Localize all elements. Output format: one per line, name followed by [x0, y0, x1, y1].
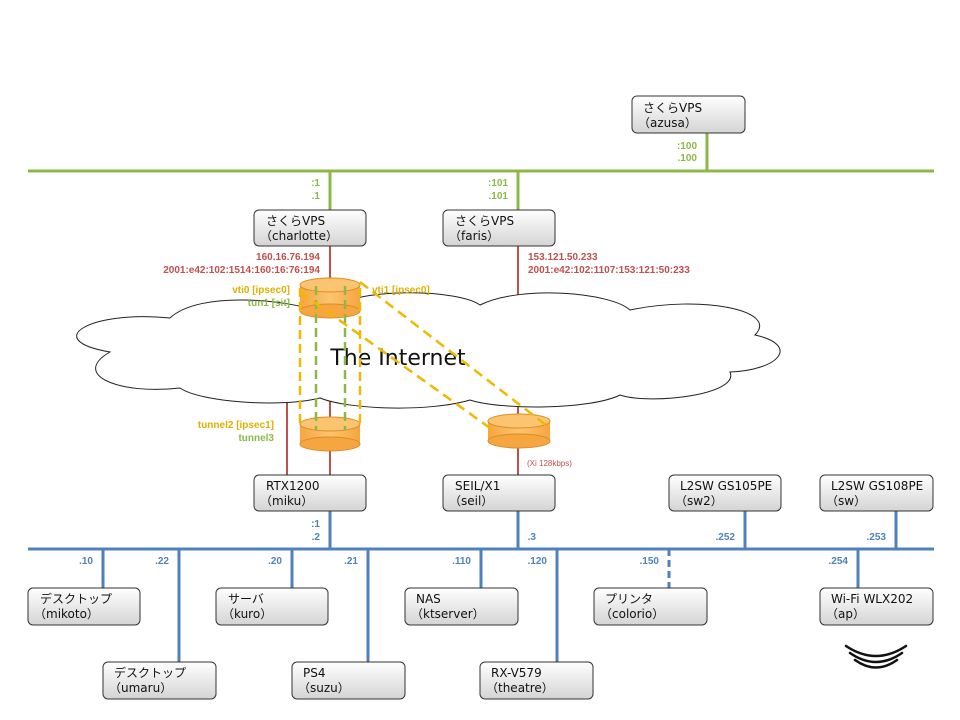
node-mikoto-sub: （mikoto）: [34, 607, 99, 621]
internet-cloud: The Internet: [76, 292, 781, 409]
node-ktserver-title: NAS: [416, 592, 441, 606]
node-theatre-sub: （theatre）: [486, 681, 554, 695]
faris-ipv4: 153.121.50.233: [528, 252, 598, 263]
xi-label: (Xi 128kbps): [527, 459, 572, 468]
node-seil[interactable]: SEIL/X1 （seil）: [442, 474, 556, 512]
node-umaru-sub: （umaru）: [109, 681, 172, 695]
umaru-addr: .22: [155, 556, 169, 567]
colorio-addr: .150: [640, 556, 660, 567]
node-suzu[interactable]: PS4 （suzu）: [291, 661, 406, 700]
faris-ipv6: 2001:e42:102:1107:153:121:50:233: [528, 265, 690, 276]
node-sw2-title: L2SW GS105PE: [680, 479, 772, 493]
node-charlotte-sub: （charlotte）: [260, 229, 338, 243]
node-miku-title: RTX1200: [266, 479, 320, 493]
node-suzu-sub: （suzu）: [298, 681, 350, 695]
node-ktserver[interactable]: NAS （ktserver）: [404, 587, 519, 626]
wifi-signal-icon: [844, 644, 908, 669]
node-azusa-sub: （azusa）: [638, 116, 697, 130]
ktserver-addr: .110: [452, 556, 471, 567]
vti1-label: vti1 [ipsec0]: [372, 285, 430, 296]
node-seil-sub: （seil）: [449, 494, 493, 508]
node-ap[interactable]: Wi-Fi WLX202 （ap）: [819, 587, 934, 626]
node-kuro[interactable]: サーバ （kuro）: [215, 587, 329, 626]
node-ktserver-sub: （ktserver）: [411, 607, 485, 621]
suzu-addr: .21: [344, 556, 358, 567]
charlotte-ipv6: 2001:e42:102:1514:160:16:76:194: [163, 265, 320, 276]
node-faris-title: さくらVPS: [455, 214, 514, 228]
seil-tunnel-cylinder: [487, 413, 551, 449]
node-umaru-title: デスクトップ: [114, 665, 186, 680]
miku-tunnel-cylinder: [299, 416, 361, 452]
node-sw-sub: （sw）: [826, 494, 866, 508]
tunnel2-label: tunnel2 [ipsec1]: [198, 420, 274, 431]
node-mikoto[interactable]: デスクトップ （mikoto）: [27, 587, 141, 626]
azusa-addr6: :100: [677, 141, 697, 152]
miku-addr4: .2: [312, 532, 321, 543]
node-theatre[interactable]: RX-V579 （theatre）: [479, 661, 594, 700]
node-boxes: さくらVPS （azusa） さくらVPS （charlotte） さくらVPS…: [27, 95, 934, 700]
node-sw2[interactable]: L2SW GS105PE （sw2）: [668, 474, 782, 512]
ipsec-seil-tunnel-lower: [299, 290, 491, 430]
charlotte-addr4: .1: [312, 191, 321, 202]
ipsec-seil-tunnel-upper: [359, 281, 551, 429]
seil-addr: .3: [528, 532, 537, 543]
kuro-addr: .20: [268, 556, 282, 567]
node-colorio-sub: （colorio）: [600, 607, 664, 621]
node-ap-sub: （ap）: [826, 607, 865, 621]
node-kuro-title: サーバ: [228, 592, 264, 606]
node-sw-title: L2SW GS108PE: [831, 479, 923, 493]
node-charlotte-title: さくらVPS: [266, 214, 325, 228]
tunnel-lines: [298, 281, 551, 430]
node-umaru[interactable]: デスクトップ （umaru）: [102, 661, 217, 700]
azusa-addr4: .100: [678, 153, 698, 164]
node-seil-title: SEIL/X1: [455, 479, 500, 493]
node-sw[interactable]: L2SW GS108PE （sw）: [819, 474, 934, 512]
node-charlotte[interactable]: さくらVPS （charlotte）: [253, 209, 367, 247]
tun1-label: tun1 [sit]: [248, 298, 290, 309]
node-colorio-title: プリンタ: [605, 592, 653, 606]
lan-network: [28, 511, 934, 662]
green-network: [28, 133, 934, 210]
node-miku-sub: （miku）: [260, 494, 313, 508]
charlotte-ipv4: 160.16.76.194: [256, 252, 320, 263]
node-mikoto-title: デスクトップ: [40, 591, 112, 606]
node-faris-sub: （faris）: [449, 229, 499, 243]
node-theatre-title: RX-V579: [491, 666, 542, 680]
mikoto-addr: .10: [79, 556, 93, 567]
faris-addr4: .101: [489, 191, 509, 202]
address-labels: :100 .100 :1 .1 :101 .101 160.16.76.194 …: [79, 141, 886, 567]
theatre-addr: .120: [528, 556, 548, 567]
node-colorio[interactable]: プリンタ （colorio）: [593, 587, 708, 626]
node-azusa-title: さくらVPS: [643, 101, 702, 115]
node-faris[interactable]: さくらVPS （faris）: [442, 209, 556, 247]
ap-addr: .254: [829, 556, 849, 567]
internet-label: The Internet: [329, 346, 466, 371]
tunnel3-label: tunnel3: [238, 433, 274, 444]
node-suzu-title: PS4: [303, 666, 326, 680]
node-kuro-sub: （kuro）: [222, 607, 272, 621]
node-ap-title: Wi-Fi WLX202: [831, 592, 913, 606]
miku-addr6: :1: [311, 519, 320, 530]
node-miku[interactable]: RTX1200 （miku）: [253, 474, 367, 512]
vti0-label: vti0 [ipsec0]: [232, 285, 290, 296]
node-azusa[interactable]: さくらVPS （azusa）: [631, 95, 746, 134]
sw2-addr: .252: [716, 532, 736, 543]
faris-addr6: :101: [488, 178, 508, 189]
node-sw2-sub: （sw2）: [675, 494, 723, 508]
charlotte-addr6: :1: [311, 178, 320, 189]
sw-addr: .253: [867, 532, 887, 543]
